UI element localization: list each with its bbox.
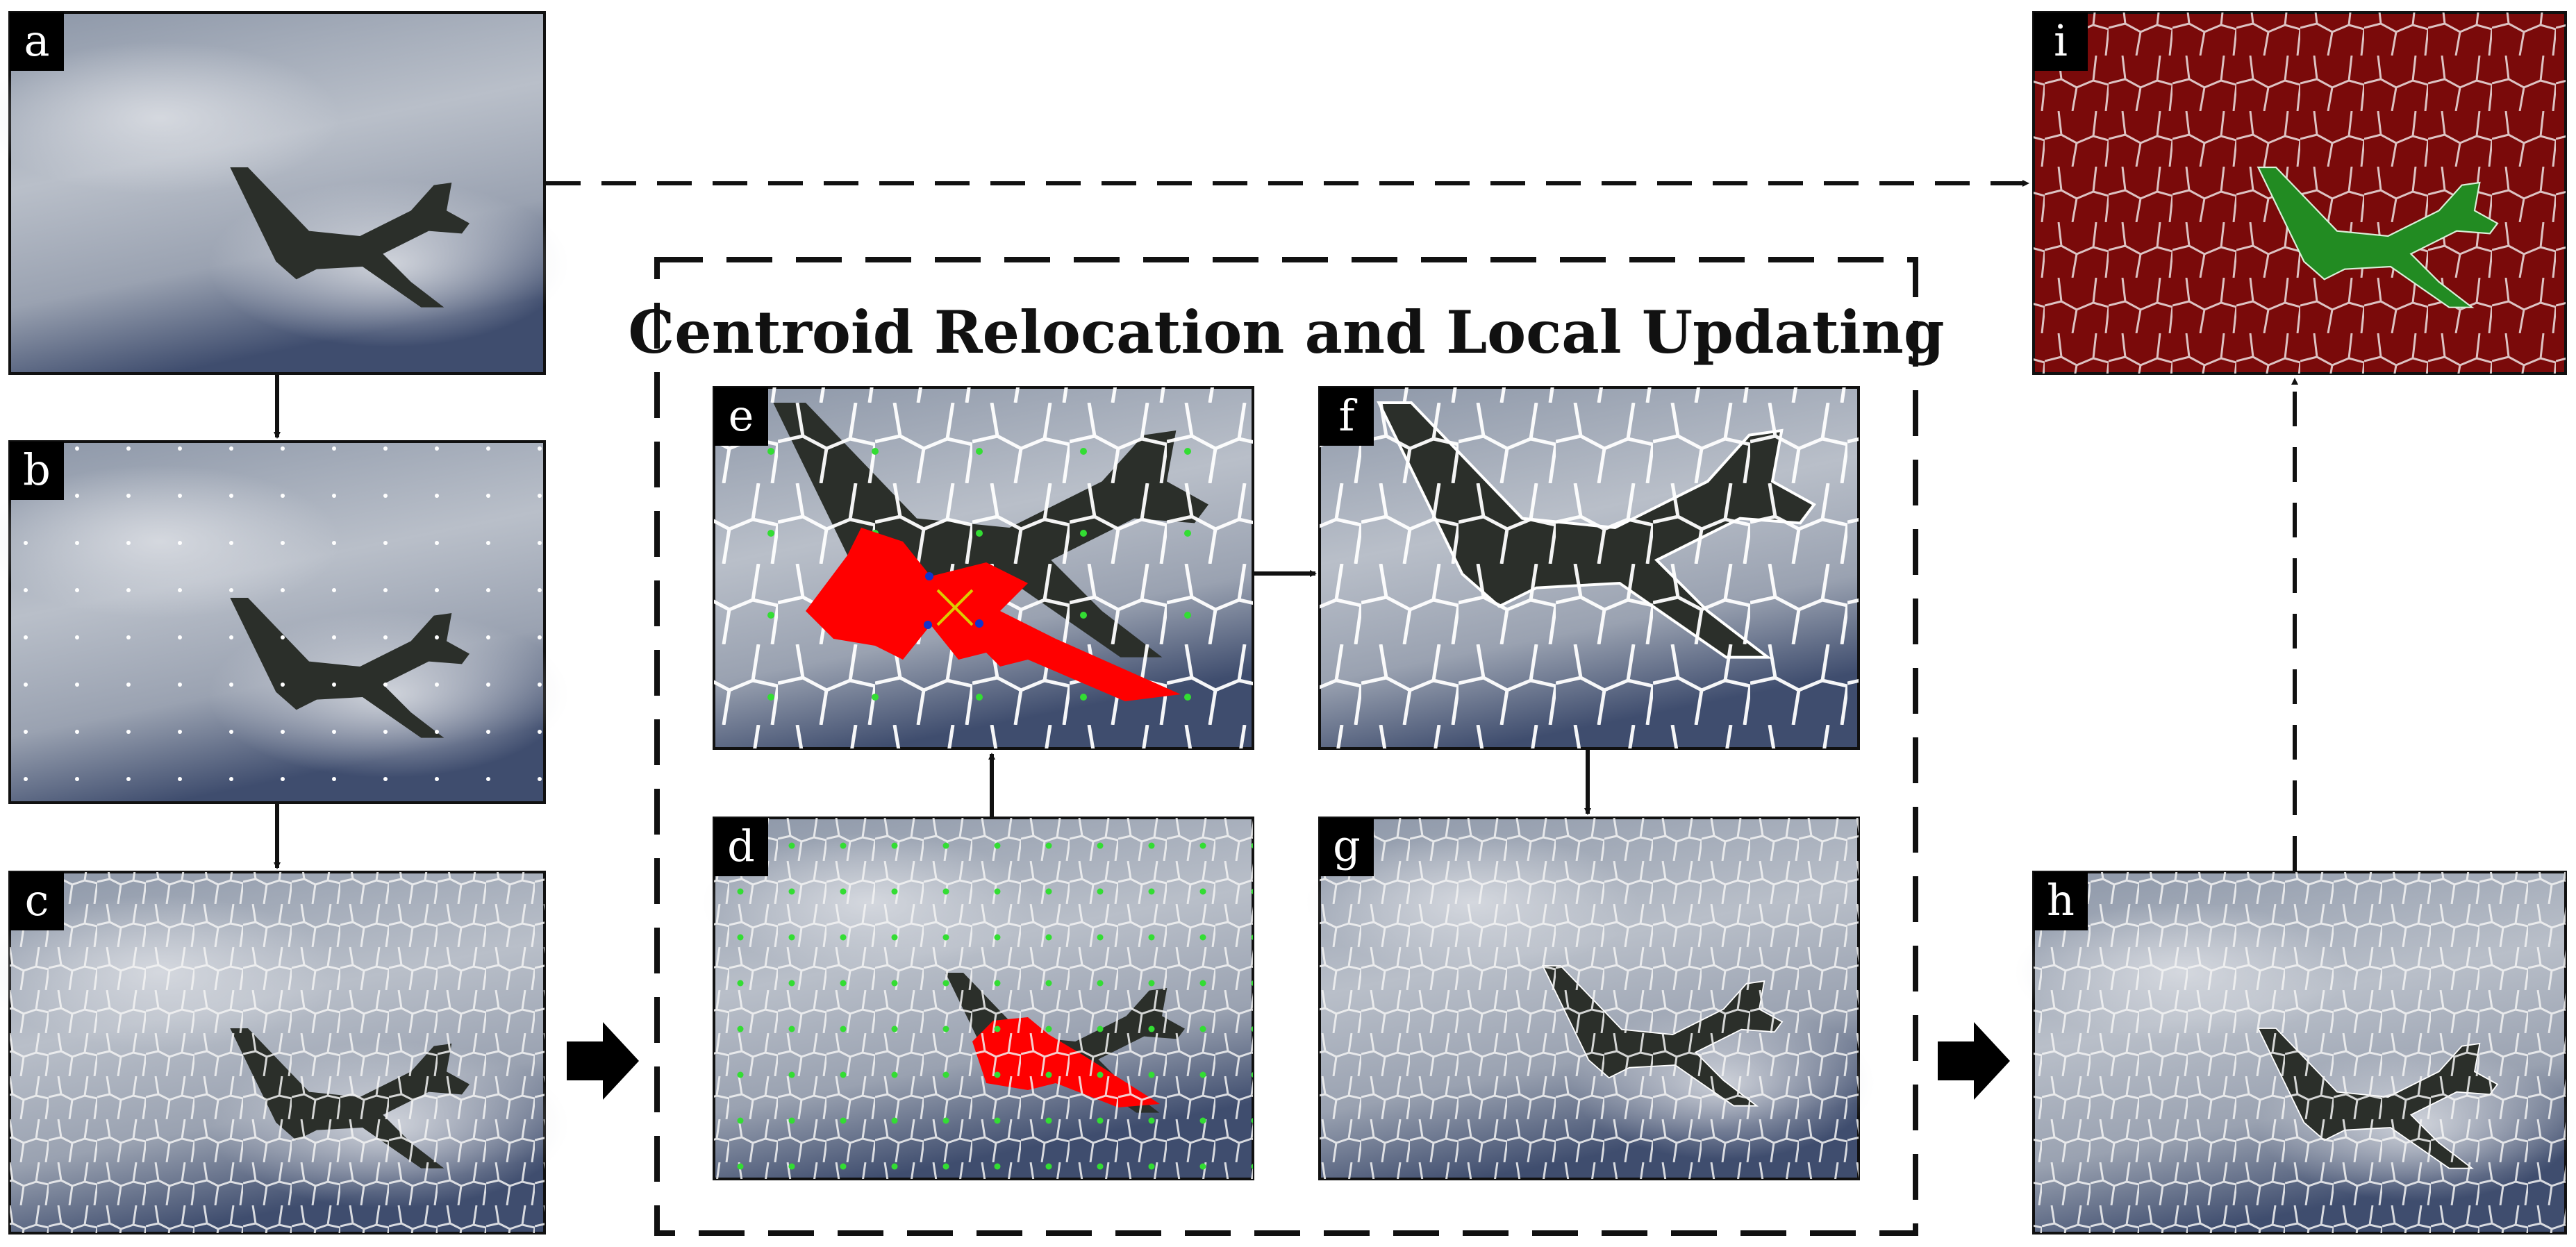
centroid-markers [714,818,1253,1179]
superpixel-boundaries [2034,872,2566,1233]
panel-h: h [2014,871,2576,1235]
panel-label-e: e [729,390,754,441]
panel-c: c [0,871,570,1235]
panel-g: g [1306,817,1875,1180]
panel-f: f [1318,386,1860,750]
panel-label-d: d [727,821,755,871]
block-arrow-icon [1938,1022,2010,1100]
panel-label-f: f [1339,390,1358,441]
panel-label-b: b [23,444,51,495]
block-arrow-icon [567,1022,639,1100]
panel-label-g: g [1333,821,1361,871]
panel-i: i [2032,11,2567,375]
panel-label-h: h [2047,875,2075,926]
box-title: Centroid Relocation and Local Updating [628,298,1944,367]
panel-b: b [0,440,570,804]
panel-label-c: c [25,875,49,926]
superpixel-boundaries [1320,818,1859,1179]
seed-grid [10,442,545,803]
arrows [274,180,2298,871]
panel-d: d [701,817,1254,1180]
object-region [806,528,1181,701]
panel-label-i: i [2054,15,2068,66]
superpixel-boundaries [1320,387,1859,748]
panel-a: a [0,11,570,375]
panel-label-a: a [24,15,50,66]
superpixel-boundaries [10,872,545,1233]
panel-e: e [713,386,1254,750]
